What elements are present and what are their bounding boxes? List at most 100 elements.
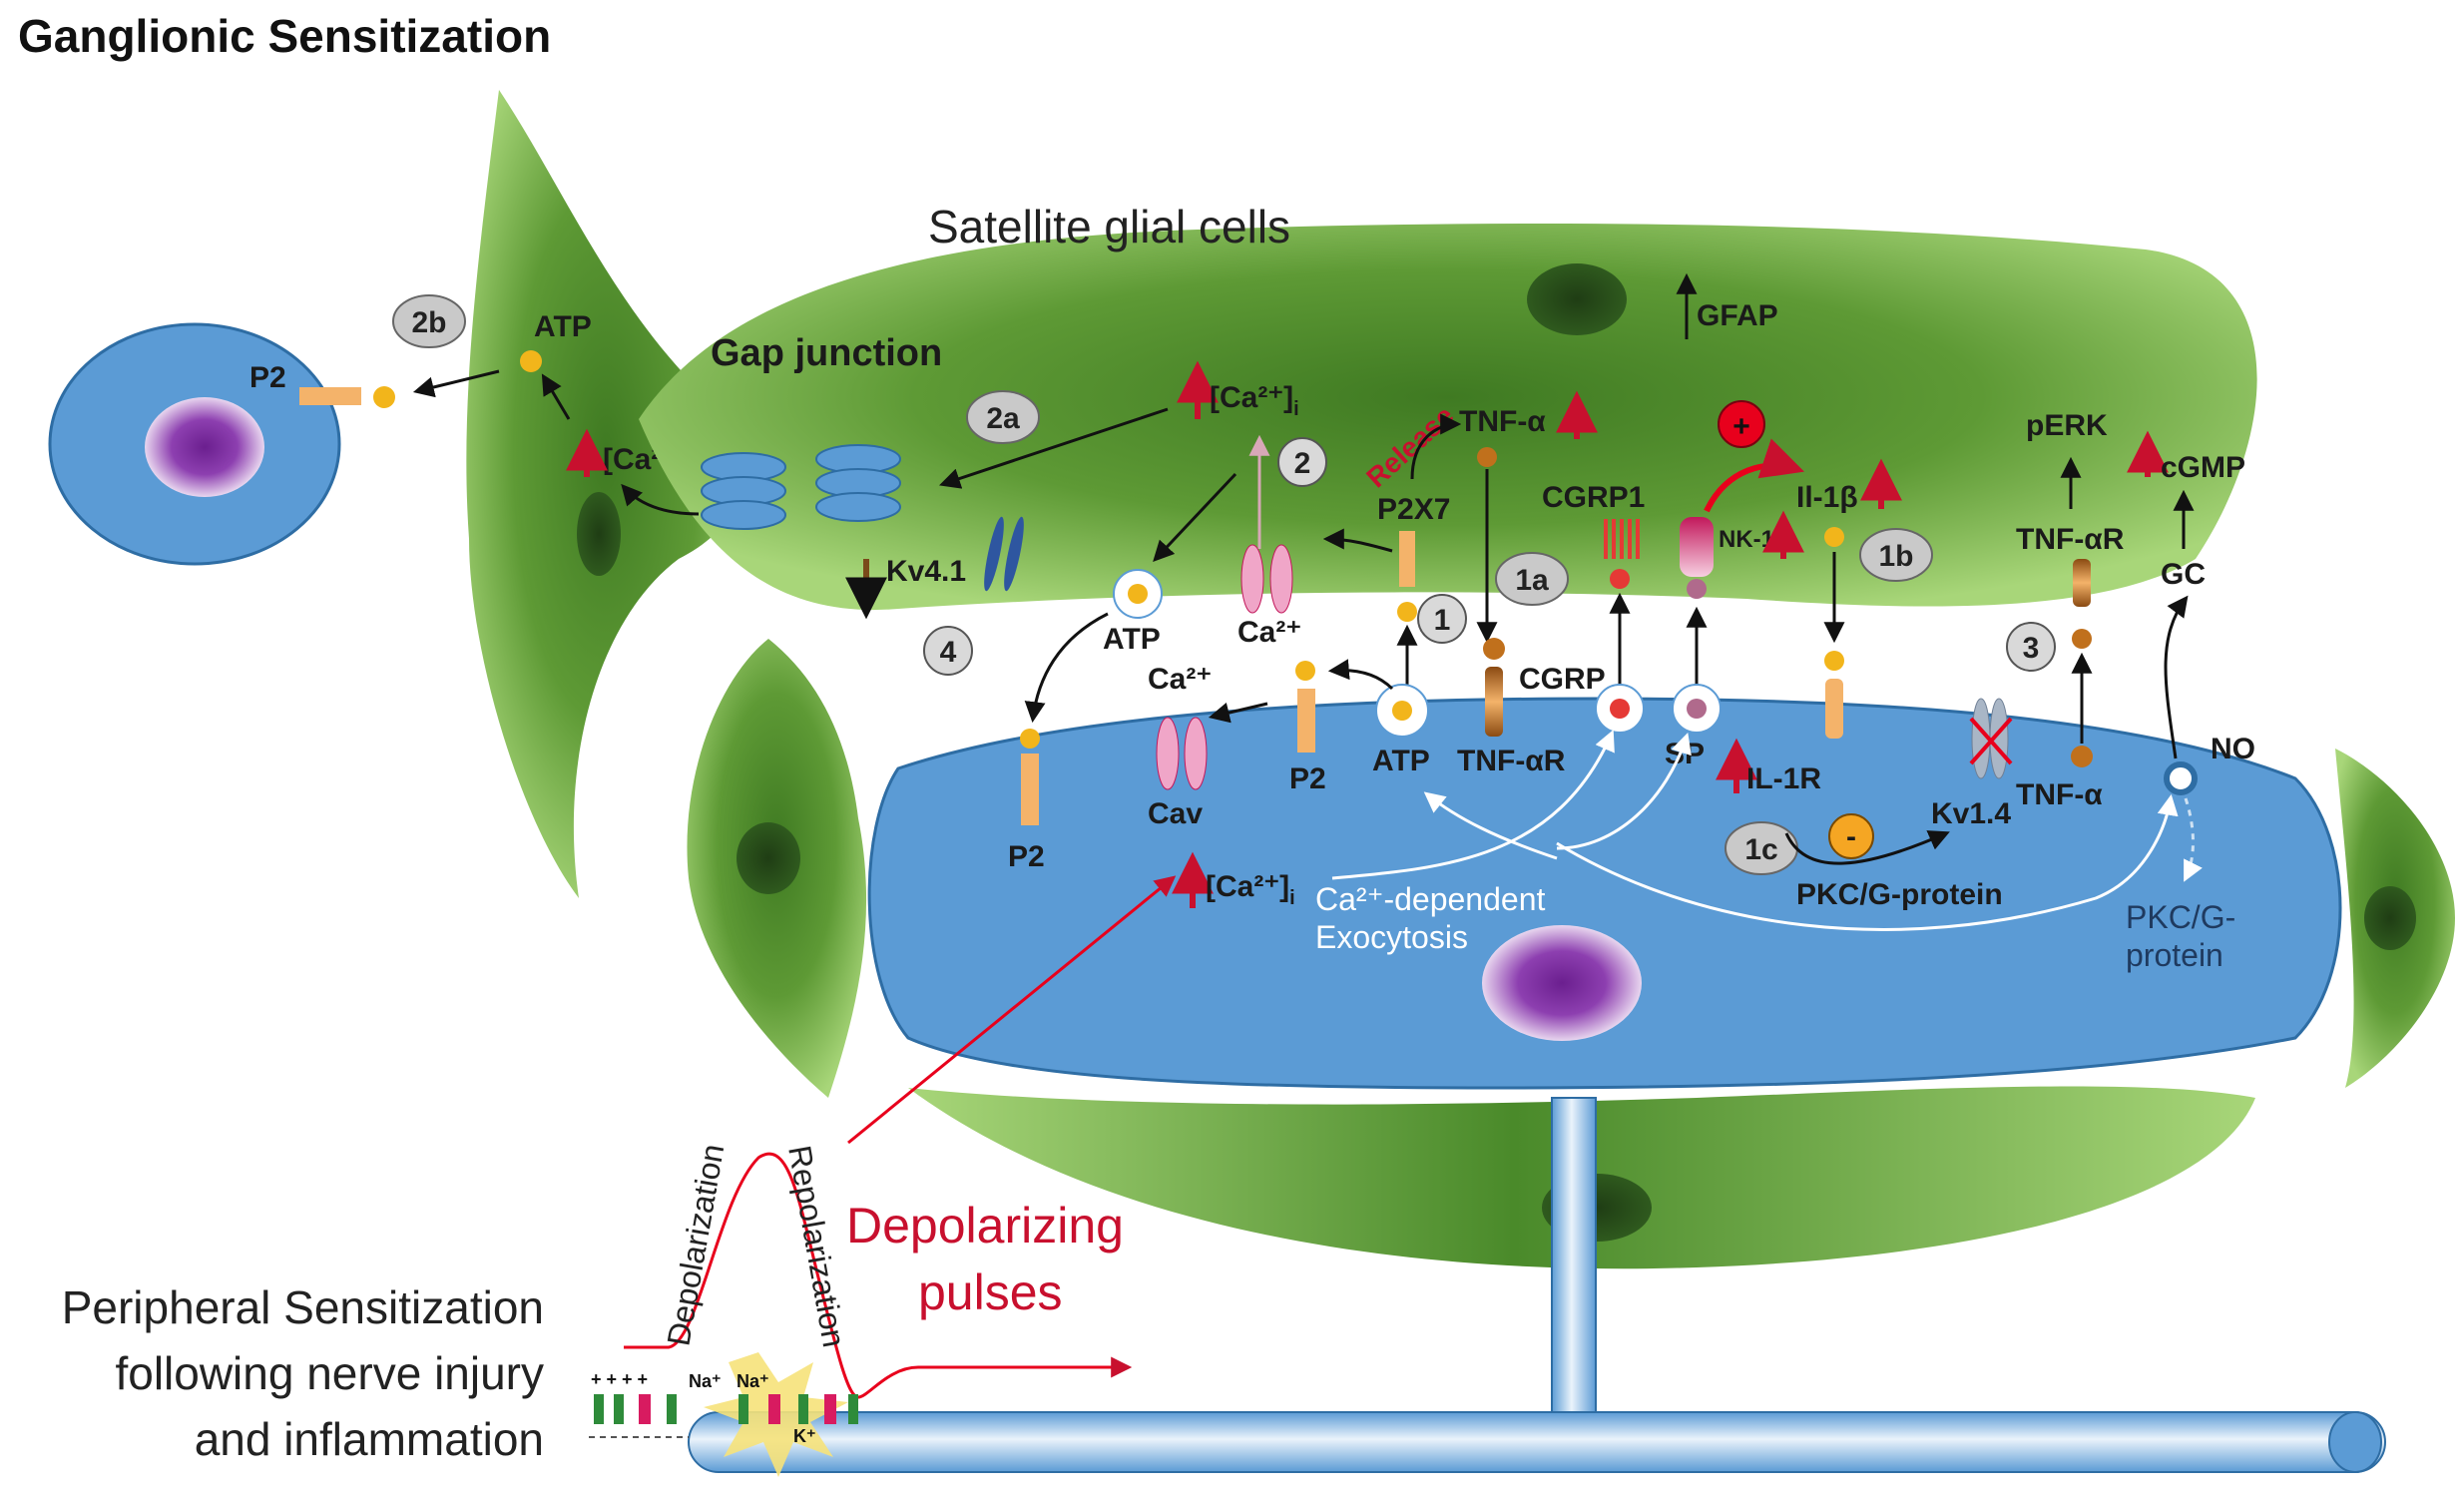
tnfar-receptor-neuron: [1485, 667, 1503, 737]
label-atp-neuron: ATP: [1372, 745, 1430, 777]
step-4: 4: [940, 636, 957, 669]
label-peripheral-line3: and inflammation: [195, 1413, 544, 1465]
glia-top-nucleus: [1527, 263, 1627, 335]
label-pkc-g-line1: PKC/G-: [2126, 899, 2235, 935]
tnfa-ligand-glia: [2072, 629, 2092, 649]
membrane-channels: [594, 1394, 858, 1424]
kv14-cross-icon: [1969, 717, 2013, 765]
label-ca-center: [Ca²⁺]i: [1210, 381, 1299, 420]
cgrp-ligand-glia: [1610, 569, 1630, 589]
arrow-atp-to-p2-neuron: [1327, 659, 1394, 691]
left-atp-ligand: [373, 386, 395, 408]
label-depolarizing-line2: pulses: [918, 1264, 1063, 1320]
label-exocytosis-line1: Ca²⁺-dependent: [1315, 881, 1545, 917]
step-1a: 1a: [1515, 564, 1549, 597]
label-no: NO: [2211, 733, 2255, 765]
label-pkc-g-protein: PKC/G-protein: [1796, 878, 2003, 911]
step-1a-badge: [1495, 552, 1569, 606]
step-1b-badge: [1859, 528, 1933, 582]
label-cgmp: cGMP: [2161, 451, 2245, 484]
label-p2x7: P2X7: [1377, 493, 1450, 526]
label-tnfar-glia: TNF-αR: [2016, 523, 2125, 556]
arrow-ca-to-atp-left: [541, 373, 571, 420]
step-1: 1: [1434, 604, 1451, 637]
step-4-badge: [923, 626, 973, 676]
label-gap-junction: Gap junction: [711, 332, 942, 374]
central-neuron-soma: [867, 697, 2342, 1090]
step-1-badge: [1417, 594, 1467, 644]
label-ca-neuron: Ca²⁺: [1148, 663, 1212, 696]
tnfar-receptor-glia: [2073, 559, 2091, 607]
arrow-no-pkc: [2184, 797, 2203, 882]
label-peripheral-line2: following nerve injury: [115, 1347, 544, 1399]
arrow-1c-to-kv14: [1784, 830, 1950, 865]
tnfa-ligand-neuron-top: [1483, 638, 1505, 660]
arrow-p2x7-to-ca: [1322, 528, 1393, 553]
glia-left-nucleus: [577, 492, 621, 576]
il1-ligand-neuron: [1824, 651, 1844, 671]
label-il1r: IL-1R: [1746, 762, 1821, 795]
label-p2-neuron-left: P2: [1008, 840, 1045, 873]
p2x7-receptor: [1399, 531, 1415, 587]
label-ca-glia: Ca²⁺: [1237, 616, 1301, 649]
label-gfap: GFAP: [1697, 299, 1778, 332]
axon: [688, 1411, 2386, 1473]
label-exocytosis-line2: Exocytosis: [1315, 919, 1468, 955]
cav-channel-a: [1156, 717, 1180, 790]
gap-junction: [701, 444, 901, 530]
arrow-exocytosis-cgrp: [1331, 730, 1615, 880]
cgrp-ligand-neuron: [1610, 699, 1630, 719]
step-3: 3: [2023, 632, 2040, 665]
label-atp-glia: ATP: [1103, 623, 1161, 656]
step-3-badge: [2006, 622, 2056, 672]
label-tnfar-neuron: TNF-αR: [1457, 745, 1566, 777]
label-perk: pERK: [2026, 409, 2108, 442]
label-p2-neuron: P2: [1289, 762, 1326, 795]
label-tnfa-neuron: TNF-α: [2016, 778, 2103, 811]
plus-sign: +: [1732, 410, 1750, 443]
diagram-title: Ganglionic Sensitization: [18, 10, 551, 62]
label-depolarization: Depolarization: [660, 1142, 731, 1349]
label-peripheral-line1: Peripheral Sensitization: [62, 1281, 544, 1333]
label-plus-signs: + + + +: [591, 1369, 648, 1389]
p2-ligand-neuron: [1295, 661, 1315, 681]
left-neuron-nucleus: [145, 397, 264, 497]
p2-receptor-neuron: [1297, 689, 1315, 753]
plus-badge: [1718, 400, 1765, 448]
cav-channel-b: [1184, 717, 1208, 790]
arrow-exocytosis-no: [1556, 793, 2179, 931]
arrow-plus-to-il1b: [1704, 438, 1804, 513]
left-p2-receptor: [299, 387, 361, 405]
arrow-ca-to-atp-glia: [1153, 472, 1237, 563]
label-il1b: Il-1β: [1796, 481, 1858, 514]
sp-ligand-neuron: [1687, 699, 1707, 719]
label-kv14: Kv1.4: [1931, 797, 2011, 830]
label-depolarizing-line1: Depolarizing: [846, 1198, 1124, 1254]
label-tnfa-glia: TNF-α: [1459, 405, 1546, 438]
step-2a-badge: [966, 390, 1040, 444]
satellite-glial-cell-left: [466, 90, 745, 898]
action-potential-trace: [624, 1152, 1133, 1399]
arrow-pulses-to-ca: [847, 875, 1177, 1145]
label-na2: Na⁺: [737, 1371, 769, 1391]
label-cav: Cav: [1148, 797, 1203, 830]
tnfa-ligand-neuron: [2071, 746, 2093, 767]
step-1c: 1c: [1744, 833, 1777, 866]
label-p2-left: P2: [249, 361, 286, 394]
label-satellite-glial-cells: Satellite glial cells: [928, 201, 1290, 252]
arrow-atp-to-p2: [412, 369, 500, 398]
p2-receptor-neuron-left: [1021, 753, 1039, 825]
step-1b: 1b: [1878, 540, 1913, 573]
glia-left-atp: [520, 350, 542, 372]
kv41-channel-a: [984, 516, 1004, 592]
minus-badge: [1828, 813, 1874, 859]
arrow-no-to-gc: [2164, 595, 2189, 759]
step-2-badge: [1277, 437, 1327, 487]
left-neuron: [48, 322, 341, 566]
step-2b-badge: [392, 294, 466, 348]
glia-right-nucleus: [2364, 886, 2416, 950]
glia-tnfa-ligand: [1477, 447, 1497, 467]
nk1-receptor: [1680, 517, 1714, 577]
